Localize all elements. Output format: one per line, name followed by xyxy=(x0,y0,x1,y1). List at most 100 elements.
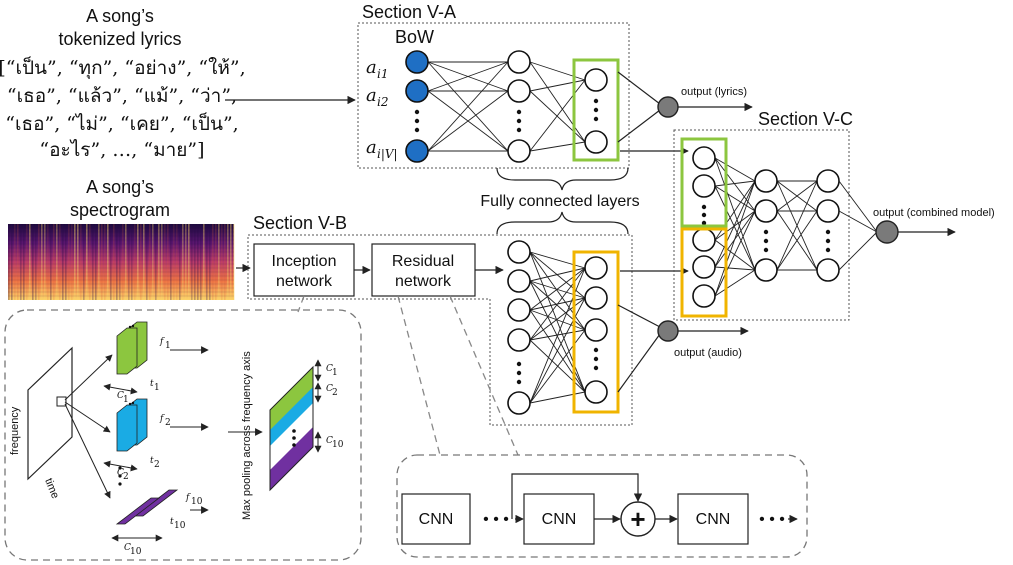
combined-net-node xyxy=(692,146,716,170)
inception-network-box xyxy=(253,243,355,297)
audio-net-node xyxy=(507,328,531,352)
fc-top-brace xyxy=(496,167,629,191)
lyrics-title-line1: A song’s xyxy=(86,6,154,26)
lyrics-net-ellipsis-dot xyxy=(593,98,599,104)
lyrics-net-ellipsis-dot xyxy=(414,109,420,115)
lyrics-line-2: “เธอ”, “แล้ว”, “แม้”, “ว่า”, xyxy=(7,85,237,107)
audio-to-output-line-2 xyxy=(617,333,661,393)
audio-net-node xyxy=(584,380,608,404)
audio-net-node xyxy=(584,286,608,310)
inception-label-line1: Inception xyxy=(272,253,337,270)
audio-to-output-line-1 xyxy=(617,304,661,328)
svg-text:C: C xyxy=(326,436,333,446)
svg-text:C: C xyxy=(117,391,124,401)
svg-text:f: f xyxy=(159,414,165,424)
audio-net-ellipsis-dot xyxy=(516,379,522,385)
section-b-box xyxy=(247,234,633,426)
lyrics-net-node xyxy=(584,130,608,154)
svg-text:C: C xyxy=(326,384,333,394)
lyrics-net-node xyxy=(584,68,608,92)
spectrogram-image xyxy=(8,224,235,300)
fanout-arrow-3 xyxy=(64,403,111,499)
svg-text:t: t xyxy=(150,379,154,389)
lyrics-net-ellipsis-dot xyxy=(516,118,522,124)
svg-text:a: a xyxy=(366,85,377,106)
svg-text:1: 1 xyxy=(165,341,171,351)
residual-ellipsis-2: • • • xyxy=(759,511,785,528)
fc-bottom-brace xyxy=(496,211,629,235)
lyrics-net-node xyxy=(507,79,531,103)
filter-ellipsis-dot xyxy=(118,466,122,470)
combined-net-ellipsis-dot xyxy=(825,247,831,253)
combined-net-node xyxy=(692,228,716,252)
lyrics-block: A song’s tokenized lyrics [“เป็น”, “ทุก”… xyxy=(0,6,246,161)
cnn-block-2 xyxy=(523,493,595,545)
combined-net-node xyxy=(816,199,840,223)
combined-net-ellipsis-dot xyxy=(763,229,769,235)
audio-net-node xyxy=(507,240,531,264)
svg-text:10: 10 xyxy=(191,497,203,507)
lyrics-net-ellipsis-dot xyxy=(593,107,599,113)
lyrics-net-node xyxy=(405,139,429,163)
combined-net-node xyxy=(754,169,778,193)
residual-detail-connector-right xyxy=(449,295,519,456)
lyrics-line-1: [“เป็น”, “ทุก”, “อย่าง”, “ให้”, xyxy=(0,55,246,80)
combined-net-node xyxy=(816,258,840,282)
lyrics-output-node xyxy=(657,96,679,118)
audio-net-node xyxy=(507,269,531,293)
lyrics-net-ellipsis-dot xyxy=(593,116,599,122)
inception-detail-panel xyxy=(4,309,362,561)
svg-text:2: 2 xyxy=(154,460,160,470)
skip-connection-arrow xyxy=(511,473,643,519)
audio-net-ellipsis-dot xyxy=(516,370,522,376)
combined-output-node xyxy=(875,220,899,244)
svg-text:2: 2 xyxy=(165,418,171,428)
lyrics-to-output-line-2 xyxy=(617,109,661,143)
combined-to-output-line xyxy=(838,180,878,233)
svg-text:C: C xyxy=(124,543,131,553)
audio-net-ellipsis-dot xyxy=(593,365,599,371)
filter-ellipsis-dot xyxy=(118,482,122,486)
combined-net-node xyxy=(692,284,716,308)
section-b-title: Section V-B xyxy=(253,213,347,233)
residual-add-symbol: + xyxy=(630,504,645,534)
lyrics-to-output-line-1 xyxy=(617,71,661,105)
svg-text:2: 2 xyxy=(123,472,129,482)
svg-text:a: a xyxy=(366,57,377,78)
audio-net-node xyxy=(507,298,531,322)
filter-ellipsis-dot xyxy=(118,474,122,478)
combined-to-output-line xyxy=(838,231,878,271)
section-a-title: Section V-A xyxy=(362,2,456,22)
audio-net-ellipsis-dot xyxy=(593,356,599,362)
audio-last-layer-highlight xyxy=(572,250,620,414)
svg-text:2: 2 xyxy=(332,388,338,398)
bow-input-label-v: a i|V| xyxy=(366,137,398,161)
residual-network-box xyxy=(371,243,476,297)
audio-output-node xyxy=(657,320,679,342)
svg-text:i|V|: i|V| xyxy=(377,147,398,161)
combined-net-ellipsis-dot xyxy=(825,238,831,244)
max-pooling-label: Max pooling across frequency axis xyxy=(241,351,253,520)
svg-text:1: 1 xyxy=(332,368,338,378)
spectrogram-title-line2: spectrogram xyxy=(70,200,170,220)
combined-output-label: output (combined model) xyxy=(873,207,995,219)
section-c-title: Section V-C xyxy=(758,109,853,129)
svg-text:f: f xyxy=(185,493,191,503)
bow-input-label-1: a i1 xyxy=(366,57,388,81)
svg-text:i1: i1 xyxy=(377,67,388,81)
combined-net-ellipsis-dot xyxy=(763,247,769,253)
pooled-output-stack xyxy=(269,365,314,492)
lyrics-last-layer-highlight xyxy=(572,58,620,162)
fully-connected-label: Fully connected layers xyxy=(480,193,639,210)
section-c-box xyxy=(673,129,850,321)
lyrics-net-node xyxy=(405,50,429,74)
audio-net-ellipsis-dot xyxy=(516,361,522,367)
lyrics-net-node xyxy=(507,139,531,163)
combined-net-node xyxy=(692,255,716,279)
lyrics-net-ellipsis-dot xyxy=(414,118,420,124)
cnn-block-2-label: CNN xyxy=(542,511,577,528)
svg-text:C: C xyxy=(326,364,333,374)
